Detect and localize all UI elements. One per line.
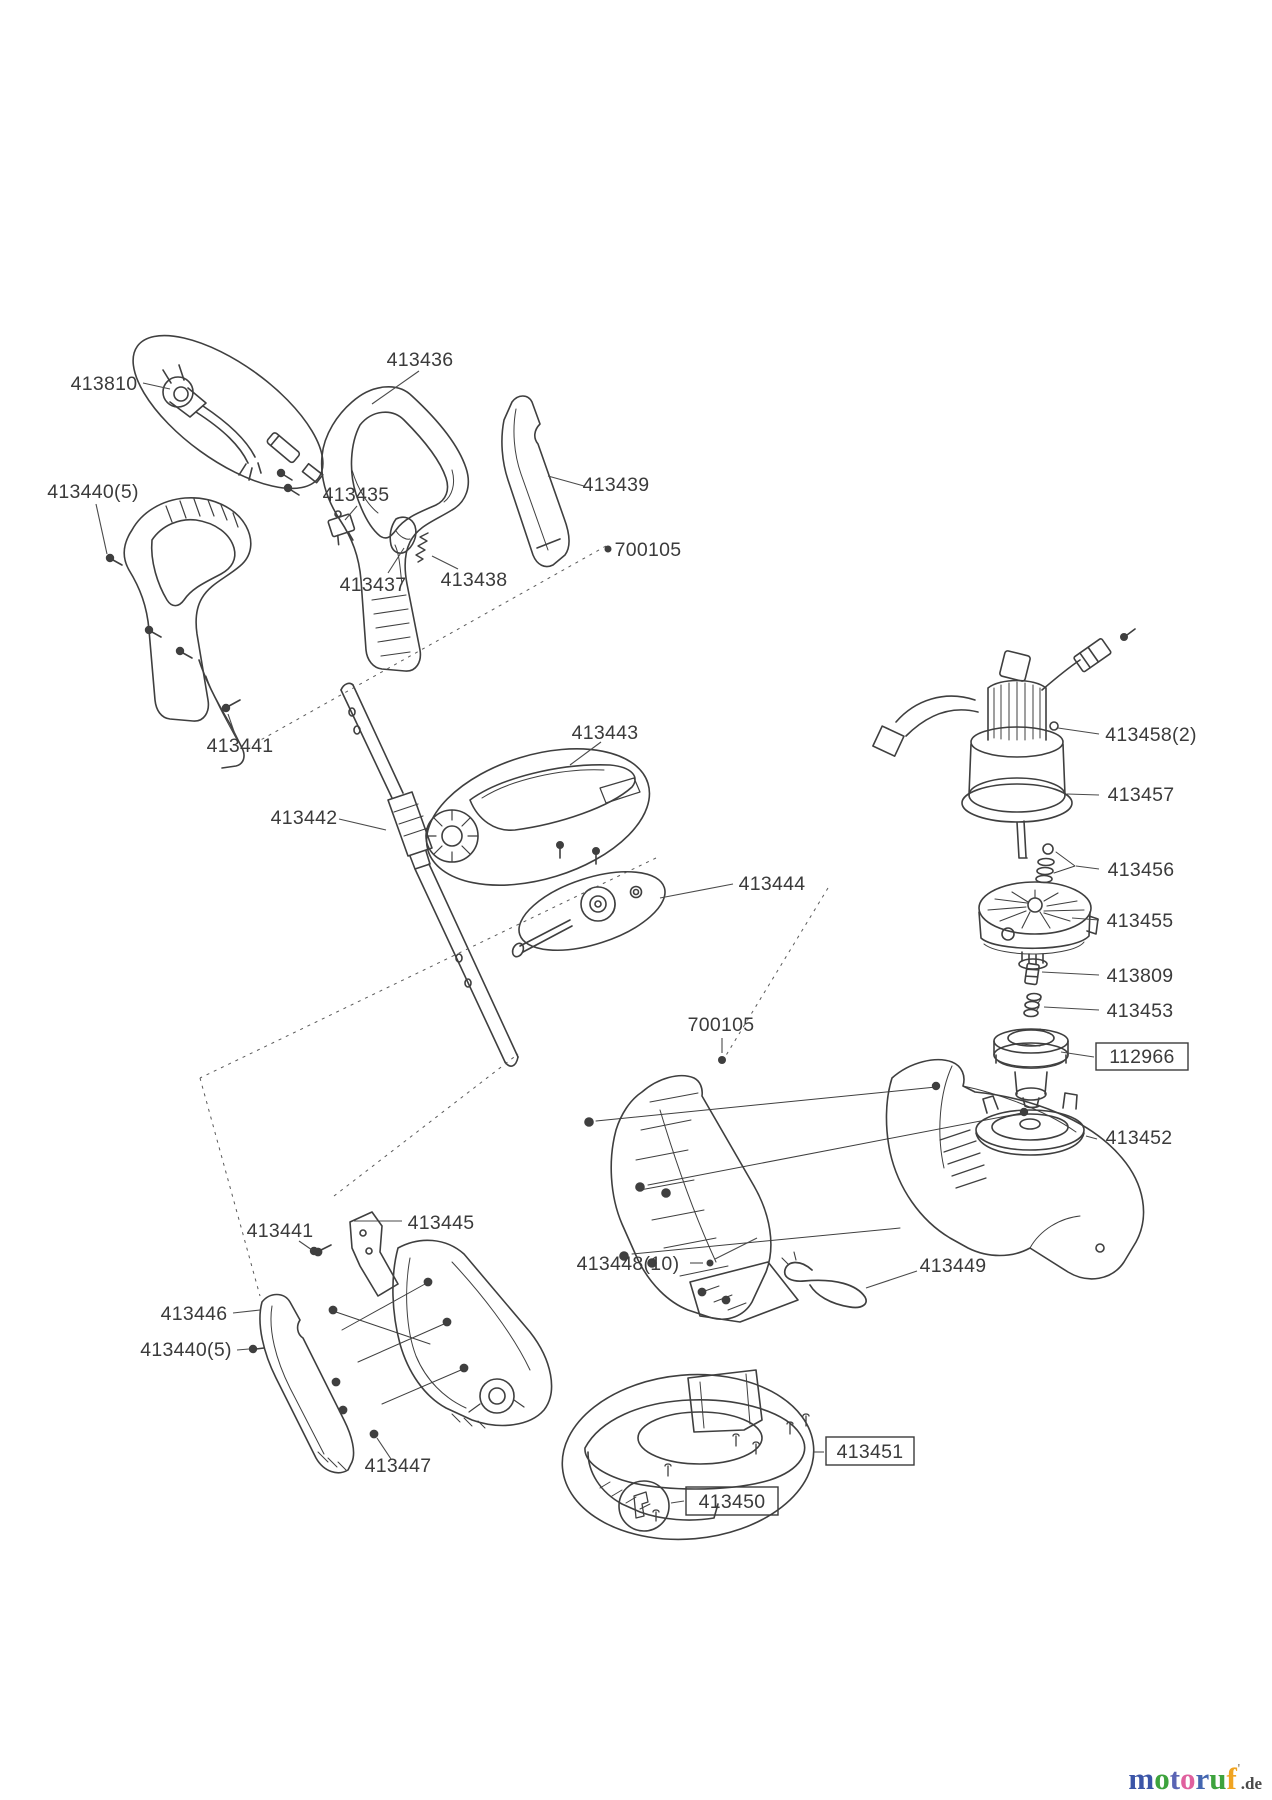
part-label-413442: 413442 <box>271 807 338 829</box>
logo-letter-m: m <box>1128 1761 1155 1796</box>
part-label-413445: 413445 <box>408 1212 475 1234</box>
motor-housing-right-half <box>885 1058 1145 1280</box>
pin-part <box>1024 962 1040 986</box>
part-label-413435: 413435 <box>323 484 390 506</box>
part-label-700105-mid: 700105 <box>688 1014 755 1036</box>
part-label-413458-2: 413458(2) <box>1105 724 1197 746</box>
part-label-700105-top: 700105 <box>615 539 682 561</box>
motor-housing-left-half <box>610 1074 799 1323</box>
part-label-413450[interactable]: 413450 <box>699 1491 766 1513</box>
grip-detail-ellipse <box>425 748 651 886</box>
part-label-413444: 413444 <box>739 873 806 895</box>
part-label-413449: 413449 <box>920 1255 987 1277</box>
part-label-413439: 413439 <box>583 474 650 496</box>
part-label-413441-top: 413441 <box>207 735 274 757</box>
power-cord-group <box>132 334 324 496</box>
handle-cover-strip <box>501 395 570 568</box>
loop-handle <box>123 497 252 769</box>
part-label-413809: 413809 <box>1107 965 1174 987</box>
washer-set <box>1035 843 1076 884</box>
part-label-413436: 413436 <box>387 349 454 371</box>
part-label-413452: 413452 <box>1106 1127 1173 1149</box>
handle-screws <box>105 553 319 1256</box>
motoruf-logo[interactable]: motoruf'.de <box>1128 1761 1262 1796</box>
guard-shell <box>392 1239 553 1429</box>
part-label-413457: 413457 <box>1108 784 1175 806</box>
guard-screws <box>248 1244 469 1439</box>
logo-tick: ' <box>1236 1762 1241 1777</box>
spring-part-top <box>415 532 429 563</box>
shaft-tube <box>340 682 519 1067</box>
logo-letter-t: t <box>1169 1761 1181 1796</box>
logo-letter-f: f <box>1226 1761 1237 1796</box>
leader-dots <box>604 545 726 1267</box>
part-label-413451[interactable]: 413451 <box>837 1441 904 1463</box>
part-link-112966[interactable]: 112966 <box>1095 1042 1189 1071</box>
leader-lines <box>95 370 1100 1504</box>
mount-bracket <box>349 1211 399 1297</box>
part-label-413437: 413437 <box>340 574 407 596</box>
construction-lines <box>199 545 829 1297</box>
part-label-413448-10: 413448(10) <box>577 1253 680 1275</box>
upper-handle-housing <box>320 386 470 672</box>
part-link-413451[interactable]: 413451 <box>825 1436 915 1466</box>
switch-part <box>327 510 356 546</box>
logo-letter-o2: o <box>1180 1761 1196 1796</box>
part-label-413440-5-top: 413440(5) <box>47 481 139 503</box>
fan-flywheel <box>978 881 1099 970</box>
part-label-413441-bottom: 413441 <box>247 1220 314 1242</box>
guard-bottom-ellipse <box>561 1369 815 1541</box>
logo-letter-o1: o <box>1154 1761 1170 1796</box>
wire-guard <box>781 1251 867 1309</box>
coupler-detail-ellipse <box>511 871 666 958</box>
logo-suffix: .de <box>1240 1774 1262 1793</box>
part-label-413453: 413453 <box>1107 1000 1174 1022</box>
part-link-413450[interactable]: 413450 <box>685 1486 779 1516</box>
part-label-413443: 413443 <box>572 722 639 744</box>
part-label-413456: 413456 <box>1108 859 1175 881</box>
logo-letter-u: u <box>1209 1761 1227 1796</box>
spring-part-bottom <box>1023 992 1042 1018</box>
part-label-413455: 413455 <box>1107 910 1174 932</box>
part-label-413440-5-bottom: 413440(5) <box>140 1339 232 1361</box>
guard-strip <box>259 1293 355 1474</box>
part-label-413447: 413447 <box>365 1455 432 1477</box>
trigger-part <box>389 516 417 554</box>
part-label-413438: 413438 <box>441 569 508 591</box>
part-label-112966[interactable]: 112966 <box>1109 1046 1174 1068</box>
part-label-413446: 413446 <box>161 1303 228 1325</box>
logo-letter-r: r <box>1195 1761 1210 1796</box>
line-spool <box>993 1028 1069 1109</box>
housing-screws <box>584 1081 1029 1305</box>
motor-assembly <box>872 628 1136 859</box>
part-label-413810: 413810 <box>71 373 138 395</box>
